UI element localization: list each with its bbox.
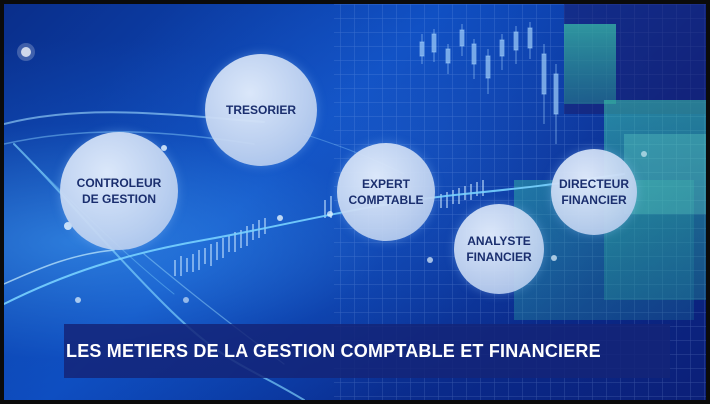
bubble-controleur-label: CONTROLEUR DE GESTION <box>76 176 162 206</box>
bubble-analyste-financier[interactable]: ANALYSTE FINANCIER <box>454 204 544 294</box>
title-banner: LES METIERS DE LA GESTION COMPTABLE ET F… <box>64 324 670 378</box>
bubble-controleur-de-gestion[interactable]: CONTROLEUR DE GESTION <box>60 132 178 250</box>
bubble-expert-label: EXPERT COMPTABLE <box>348 177 424 207</box>
bubble-expert-comptable[interactable]: EXPERT COMPTABLE <box>337 143 435 241</box>
finance-background-graphic <box>4 4 706 400</box>
slide-title: LES METIERS DE LA GESTION COMPTABLE ET F… <box>66 340 601 361</box>
bubble-analyste-label: ANALYSTE FINANCIER <box>466 234 532 264</box>
bubble-tresorier[interactable]: TRESORIER <box>205 54 317 166</box>
bubble-directeur-label: DIRECTEUR FINANCIER <box>558 177 629 207</box>
bubble-directeur-financier[interactable]: DIRECTEUR FINANCIER <box>551 149 637 235</box>
bubble-tresorier-label: TRESORIER <box>225 103 296 117</box>
